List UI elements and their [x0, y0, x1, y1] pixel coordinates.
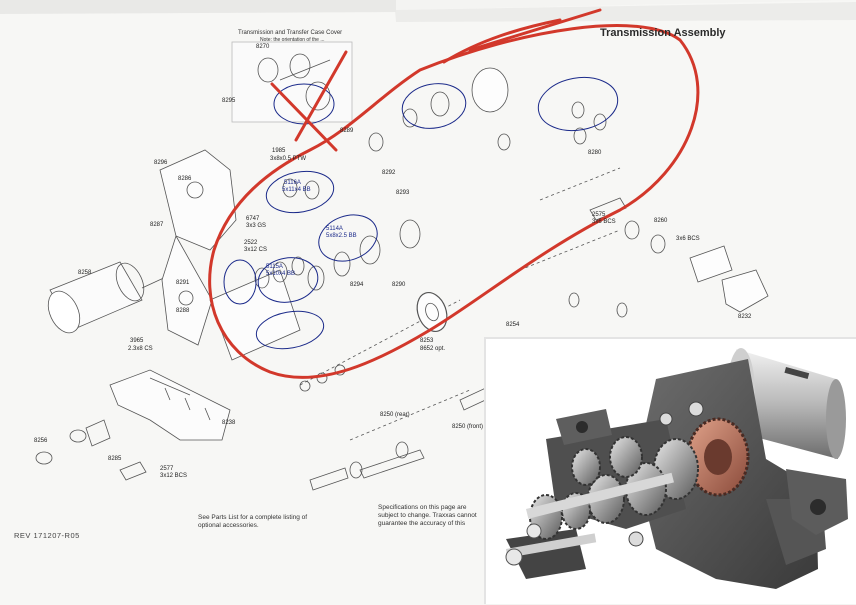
drawing-linework — [35, 41, 769, 491]
right-side-parts — [519, 167, 769, 318]
part-label: 8289 — [340, 128, 354, 134]
part-label: 3x12 BCS — [160, 473, 188, 479]
spur-gear — [686, 417, 750, 497]
part-label: 8288 — [176, 308, 190, 314]
part-label: 8253 — [420, 338, 434, 344]
part-label: 8270 — [256, 44, 270, 50]
gear-stack — [254, 67, 607, 291]
part-label: 8250 (front) — [452, 424, 484, 430]
bearings — [628, 401, 704, 547]
output-shafts — [505, 472, 674, 566]
part-label: 8294 — [350, 282, 364, 288]
part-label: 5x11x4 BB — [282, 187, 311, 193]
part-label: 3x6 BCS — [592, 219, 616, 225]
part-label: 5114A — [326, 226, 343, 232]
part-label: 8652 opt. — [420, 346, 446, 352]
part-label: 6747 — [246, 216, 260, 222]
parts-list-note: See Parts List for a complete listing of… — [198, 514, 308, 530]
part-label: 3x6 BCS — [676, 236, 700, 242]
inset-subcaption: Note: the orientation of the ... — [260, 37, 325, 43]
part-label: 5x10x4 BB — [266, 271, 296, 277]
part-label: 3965 — [130, 338, 144, 344]
housing-part — [159, 149, 301, 361]
part-label: 8296 — [154, 160, 168, 166]
part-label: 8238 — [222, 420, 236, 426]
cover-inset — [231, 41, 353, 123]
part-label: 5116A — [284, 180, 301, 186]
part-label: 8292 — [382, 170, 396, 176]
part-label: 8280 — [588, 150, 602, 156]
part-label: 8287 — [150, 222, 164, 228]
specs-note: Specifications on this page are subject … — [378, 504, 477, 528]
part-label: 8232 — [738, 314, 752, 320]
part-label: 5115A — [266, 264, 283, 270]
spur-gear-part — [416, 292, 448, 332]
part-label: 8256 — [34, 438, 48, 444]
red-cross-out — [270, 50, 348, 152]
transmission-render-photo — [484, 337, 856, 604]
part-label: 2.3x8 CS — [128, 346, 153, 352]
red-callout-loop — [208, 8, 700, 379]
part-label: 8290 — [392, 282, 406, 288]
part-label: 8258 — [78, 270, 92, 276]
part-label: 3x3 GS — [246, 223, 267, 229]
part-label: 8295 — [222, 98, 236, 104]
mount-bracket — [556, 409, 848, 535]
part-label: 5x8x2.5 BB — [326, 233, 357, 239]
bottom-case-part — [109, 369, 231, 441]
motor-part — [47, 261, 169, 334]
part-label: 8285 — [108, 456, 122, 462]
revision-label: REV 171207-R05 — [14, 531, 80, 540]
transmission-render — [505, 348, 848, 589]
part-label: 3x12 CS — [244, 247, 268, 253]
part-label: 8293 — [396, 190, 410, 196]
part-label: 8291 — [176, 280, 190, 286]
inset-caption: Transmission and Transfer Case Cover — [238, 30, 343, 36]
blue-callout-circles — [223, 76, 619, 350]
part-label: 8254 — [506, 322, 520, 328]
part-label: 2522 — [244, 240, 258, 246]
page-title: Transmission Assembly — [600, 27, 726, 39]
part-label: 2575 — [592, 212, 606, 218]
part-label: 1985 — [272, 148, 286, 154]
part-label: 8260 — [654, 218, 668, 224]
part-label: 8286 — [178, 176, 192, 182]
part-label: 3x8x0.5 PTW — [270, 156, 307, 162]
part-label: 8250 (rear) — [380, 412, 410, 418]
part-label: 2577 — [160, 466, 174, 472]
